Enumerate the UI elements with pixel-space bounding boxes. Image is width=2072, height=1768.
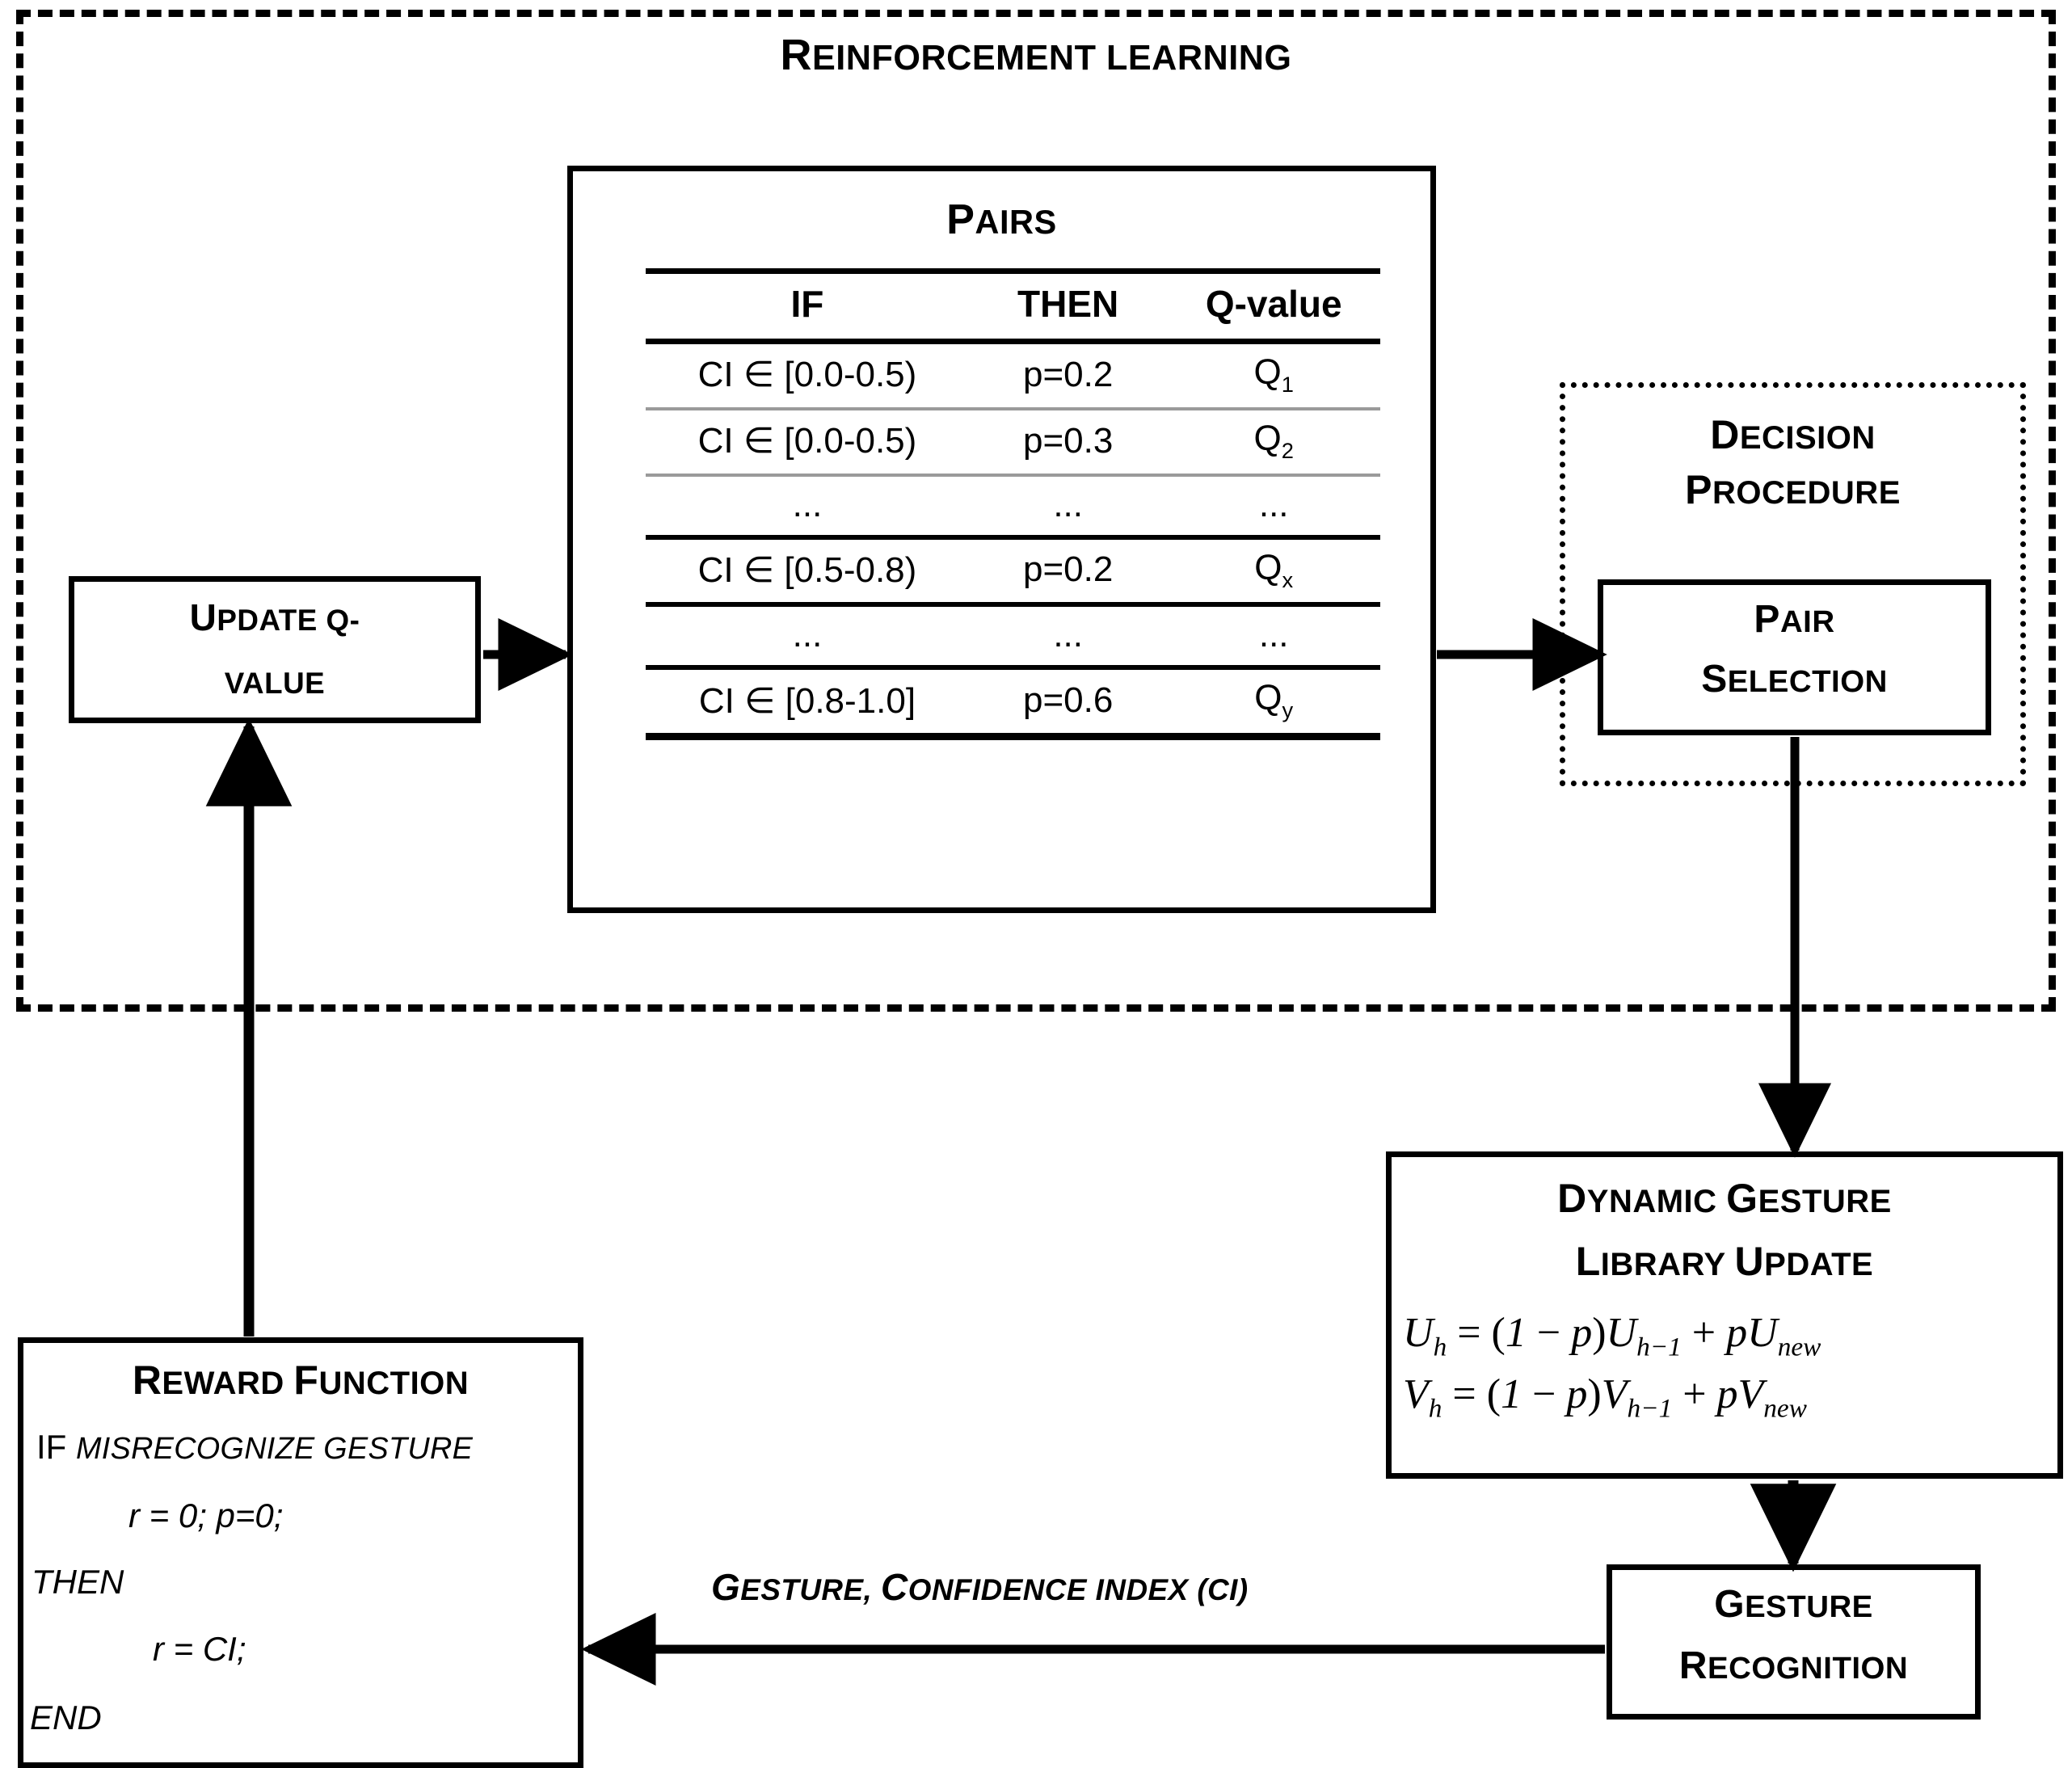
cell-q: Q2 bbox=[1167, 408, 1380, 477]
column-header-q-value: Q-value bbox=[1167, 268, 1380, 344]
cell-q: ... bbox=[1167, 604, 1380, 671]
update-q-value-label-line2: VALUE bbox=[224, 667, 326, 700]
reward-line-assign-ci: r = CI; bbox=[153, 1630, 246, 1668]
cell-then: ... bbox=[968, 474, 1168, 540]
reinforcement-learning-title: REINFORCEMENT LEARNING bbox=[780, 31, 1292, 79]
cell-then: p=0.2 bbox=[968, 341, 1168, 410]
reward-function-box: REWARD FUNCTION IF misrecognize gesture … bbox=[18, 1337, 583, 1768]
pair-selection-label-line1: PAIR bbox=[1754, 598, 1835, 641]
table-row: CI ∈ [0.8-1.0] p=0.6 Qy bbox=[646, 667, 1380, 741]
cell-if: CI ∈ [0.8-1.0] bbox=[646, 667, 969, 741]
decision-procedure-label-line2: PROCEDURE bbox=[1685, 467, 1901, 512]
reward-line-then: THEN bbox=[32, 1563, 124, 1601]
cell-then: p=0.2 bbox=[968, 537, 1168, 608]
table-row: CI ∈ [0.5-0.8) p=0.2 Qx bbox=[646, 537, 1380, 608]
column-header-then: THEN bbox=[968, 268, 1168, 344]
pair-selection-label-line2: SELECTION bbox=[1701, 658, 1888, 701]
pairs-box: PAIRS IF THEN Q-value CI ∈ [0.0-0.5) p=0… bbox=[567, 166, 1436, 913]
pairs-title: PAIRS bbox=[946, 196, 1057, 243]
dynamic-gesture-label-line1: DYNAMIC GESTURE bbox=[1557, 1176, 1892, 1221]
gesture-recognition-label-line2: RECOGNITION bbox=[1678, 1644, 1909, 1687]
reward-function-title: REWARD FUNCTION bbox=[132, 1358, 470, 1403]
column-header-if: IF bbox=[646, 268, 969, 344]
arrow-label-gesture-confidence-index: GESTURE, CONFIDENCE INDEX (CI) bbox=[711, 1566, 1249, 1608]
cell-q: Qy bbox=[1167, 667, 1380, 741]
reward-line-end: END bbox=[30, 1699, 102, 1736]
gesture-recognition-box: GESTURE RECOGNITION bbox=[1607, 1564, 1981, 1720]
cell-then: p=0.3 bbox=[968, 408, 1168, 477]
table-row: ... ... ... bbox=[646, 604, 1380, 671]
pair-selection-box: PAIR SELECTION bbox=[1598, 579, 1991, 735]
cell-q: ... bbox=[1167, 474, 1380, 540]
cell-if: ... bbox=[646, 474, 969, 540]
dynamic-gesture-label-line2: LIBRARY UPDATE bbox=[1575, 1239, 1874, 1284]
cell-if: CI ∈ [0.0-0.5) bbox=[646, 341, 969, 410]
update-q-value-box: UPDATE Q- VALUE bbox=[69, 576, 481, 723]
cell-if: ... bbox=[646, 604, 969, 671]
table-row: CI ∈ [0.0-0.5) p=0.2 Q1 bbox=[646, 341, 1380, 410]
pairs-table: IF THEN Q-value CI ∈ [0.0-0.5) p=0.2 Q1 … bbox=[646, 268, 1380, 741]
decision-procedure-label-line1: DECISION bbox=[1710, 412, 1876, 457]
formula-v: Vh = (1 − p)Vh−1 + pVnew bbox=[1403, 1371, 1807, 1424]
dynamic-gesture-library-update-box: DYNAMIC GESTURE LIBRARY UPDATE Uh = (1 −… bbox=[1386, 1151, 2063, 1479]
table-row: CI ∈ [0.0-0.5) p=0.3 Q2 bbox=[646, 408, 1380, 477]
cell-if: CI ∈ [0.5-0.8) bbox=[646, 537, 969, 608]
table-row: ... ... ... bbox=[646, 474, 1380, 540]
cell-then: ... bbox=[968, 604, 1168, 671]
reward-line-assign-zero: r = 0; p=0; bbox=[128, 1496, 284, 1534]
cell-if: CI ∈ [0.0-0.5) bbox=[646, 408, 969, 477]
update-q-value-label-line1: UPDATE Q- bbox=[189, 596, 360, 638]
cell-q: Qx bbox=[1167, 537, 1380, 608]
cell-then: p=0.6 bbox=[968, 667, 1168, 741]
reinforcement-learning-region bbox=[16, 10, 2056, 1012]
cell-q: Q1 bbox=[1167, 341, 1380, 410]
gesture-recognition-label-line1: GESTURE bbox=[1714, 1583, 1873, 1626]
formula-u: Uh = (1 − p)Uh−1 + pUnew bbox=[1403, 1310, 1821, 1362]
reward-line-if: IF misrecognize gesture bbox=[36, 1428, 474, 1466]
